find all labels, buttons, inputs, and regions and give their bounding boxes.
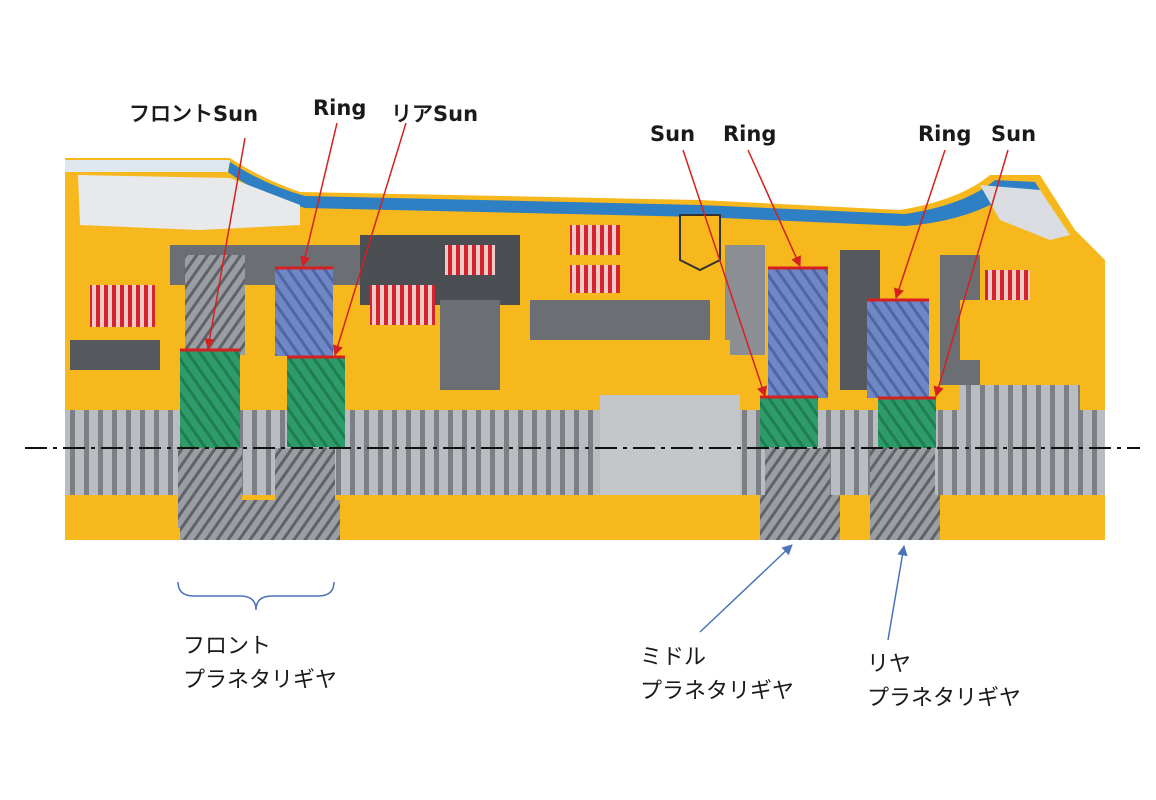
front-ring-lower bbox=[275, 448, 335, 528]
front-ring-gear bbox=[275, 268, 333, 356]
blue-leader-arrows bbox=[177, 544, 908, 641]
rear-caption-line1: リヤ bbox=[867, 652, 912, 677]
rear-caption-line2: プラネタリギヤ bbox=[867, 686, 1022, 711]
rear-ring-label: Ring bbox=[918, 122, 972, 146]
middle-planetary-gearset bbox=[760, 266, 830, 498]
rear-sun-gear bbox=[878, 398, 936, 448]
front-ring-label: Ring bbox=[313, 96, 367, 120]
middle-ring-label: Ring bbox=[723, 122, 777, 146]
front-sun-label: フロントSun bbox=[129, 102, 259, 126]
middle-planetary-caption: ミドル プラネタリギヤ bbox=[640, 641, 794, 709]
red-leader-arrows bbox=[204, 122, 1009, 398]
middle-sun-label: Sun bbox=[650, 122, 696, 146]
front-planetary-gearset bbox=[178, 255, 345, 528]
middle-ring-gear bbox=[768, 268, 828, 398]
middle-gear-lower bbox=[765, 448, 830, 498]
middle-sun-gear bbox=[760, 397, 818, 447]
rear-planetary-gearset bbox=[867, 298, 936, 498]
rear-sun-label: Sun bbox=[991, 122, 1037, 146]
rear-gear-lower bbox=[870, 448, 935, 498]
front-planetary-caption: フロント プラネタリギヤ bbox=[183, 630, 337, 698]
middle-caption-line2: プラネタリギヤ bbox=[640, 679, 795, 704]
middle-caption-line1: ミドル bbox=[640, 645, 707, 670]
clutch-springs bbox=[90, 225, 1030, 327]
rear-ring-gear bbox=[867, 300, 929, 398]
front-sun-gear bbox=[180, 350, 240, 448]
rear-sun-front-gear bbox=[287, 357, 345, 447]
rear-sun-top-label: リアSun bbox=[391, 102, 479, 126]
front-brace bbox=[177, 581, 335, 611]
rear-planetary-caption: リヤ プラネタリギヤ bbox=[867, 648, 1021, 716]
front-caption-line1: フロント bbox=[183, 634, 272, 659]
front-caption-line2: プラネタリギヤ bbox=[183, 668, 338, 693]
front-gear-lower bbox=[178, 448, 242, 528]
